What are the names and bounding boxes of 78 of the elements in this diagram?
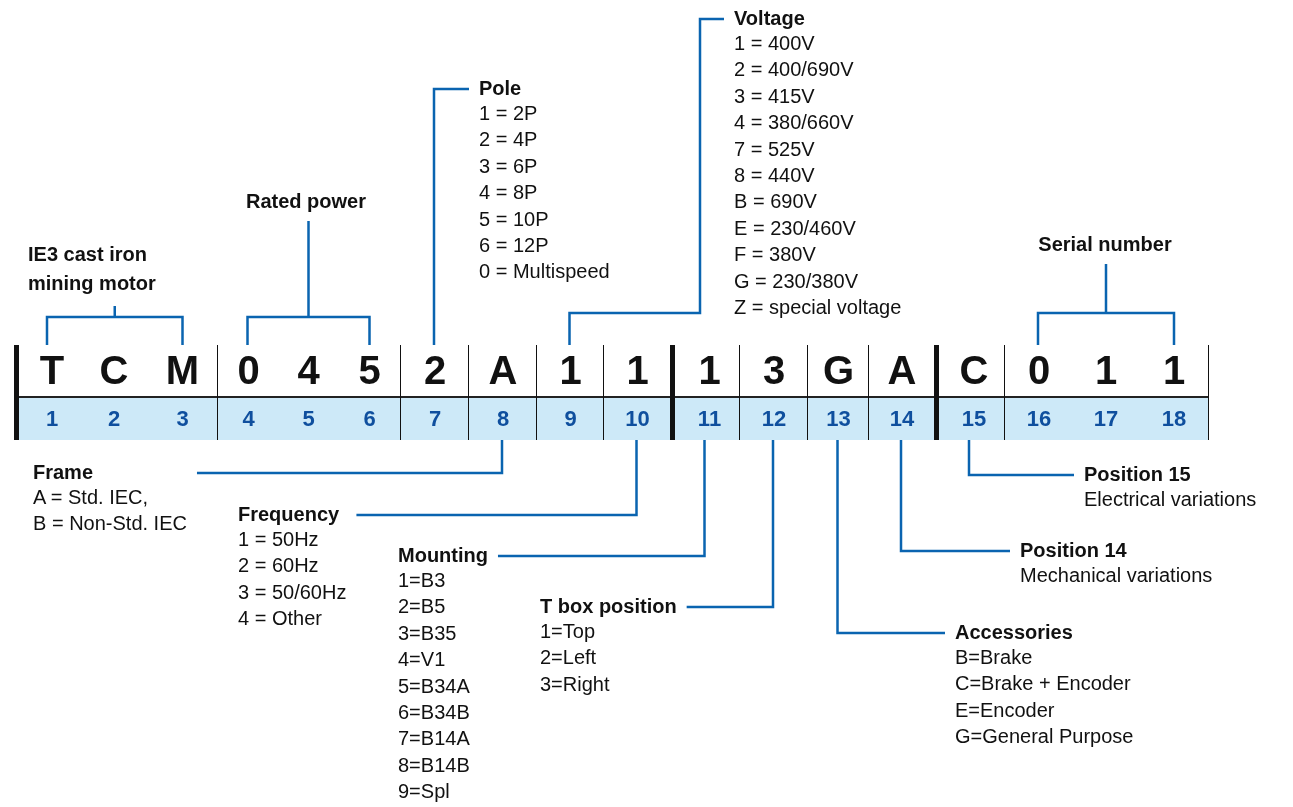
option-text: E = 230/460V — [734, 215, 857, 241]
position-number: 6 — [339, 398, 400, 440]
position-number: 10 — [604, 398, 671, 440]
leader-line — [568, 17, 724, 345]
option-text: Mechanical variations — [1020, 563, 1213, 588]
heading: Accessories — [955, 620, 1074, 644]
option-text: F = 380V — [734, 242, 817, 268]
position-number: 8 — [469, 398, 537, 440]
option-text: 4=V1 — [398, 647, 447, 673]
option-text: 3=Right — [540, 671, 611, 697]
option-text: B = Non-Std. IEC — [33, 511, 187, 537]
position-number: 17 — [1072, 398, 1140, 440]
leader-line — [432, 87, 469, 345]
option-text: B=Brake — [955, 645, 1034, 670]
heading: T box position — [540, 594, 677, 618]
option-text: Electrical variations — [1084, 487, 1257, 512]
option-text: 0 = Multispeed — [479, 259, 610, 285]
option-text: 2 = 60Hz — [238, 553, 320, 579]
option-text: A = Std. IEC, — [33, 485, 150, 510]
leader-line — [967, 440, 1074, 477]
heading: Serial number — [1037, 232, 1173, 256]
heading: Rated power — [245, 189, 367, 213]
option-text: 1=Top — [540, 619, 597, 644]
position-number: 14 — [869, 398, 935, 440]
position-number: 4 — [218, 398, 279, 440]
heading: Mounting — [398, 543, 488, 567]
leader-line — [686, 440, 775, 609]
option-text: 1 = 400V — [734, 31, 816, 56]
option-text: B = 690V — [734, 189, 818, 215]
option-text: 1=B3 — [398, 568, 447, 593]
position-number: 5 — [278, 398, 339, 440]
bracket-line — [45, 304, 184, 347]
leader-line — [836, 440, 945, 635]
option-text: 2 = 4P — [479, 127, 539, 153]
heading: IE3 cast iron mining motor — [28, 242, 157, 296]
position-number: 18 — [1140, 398, 1208, 440]
option-text: 6 = 12P — [479, 233, 550, 259]
option-text: 7 = 525V — [734, 136, 816, 162]
option-text: 4 = 8P — [479, 180, 539, 206]
option-text: 6=B34B — [398, 700, 471, 726]
position-number: 13 — [808, 398, 869, 440]
bracket-line — [246, 219, 371, 347]
option-text: 3 = 50/60Hz — [238, 579, 347, 605]
position-number: 7 — [401, 398, 469, 440]
heading: Pole — [479, 76, 523, 100]
heading: Position 14 — [1020, 538, 1128, 562]
position-number: 3 — [148, 398, 217, 440]
heading: Position 15 — [1084, 462, 1192, 486]
leader-line — [356, 440, 638, 517]
option-text: 1 = 50Hz — [238, 527, 320, 552]
option-text: 3 = 415V — [734, 83, 816, 109]
option-text: 9=Spl — [398, 779, 451, 805]
heading: Voltage — [734, 6, 806, 30]
option-text: 2=Left — [540, 645, 598, 671]
option-text: 3 = 6P — [479, 153, 539, 179]
option-text: 5=B34A — [398, 673, 471, 699]
bracket-line — [1036, 262, 1176, 347]
leader-line — [899, 440, 1010, 553]
option-text: E=Encoder — [955, 697, 1056, 723]
option-text: 5 = 10P — [479, 206, 550, 232]
option-text: 2 = 400/690V — [734, 57, 855, 83]
option-text: 7=B14A — [398, 726, 471, 752]
option-text: C=Brake + Encoder — [955, 671, 1132, 697]
leader-line — [497, 440, 706, 558]
heading: Frame — [33, 460, 95, 484]
option-text: G = 230/380V — [734, 268, 859, 294]
option-text: 8=B14B — [398, 752, 471, 778]
option-text: G=General Purpose — [955, 724, 1134, 750]
heading: Frequency — [238, 502, 341, 526]
option-text: Z = special voltage — [734, 295, 902, 321]
option-text: 8 = 440V — [734, 163, 816, 189]
option-text: 1 = 2P — [479, 101, 539, 126]
position-number: 9 — [537, 398, 604, 440]
option-text: 4 = Other — [238, 606, 323, 632]
leader-line — [196, 440, 504, 475]
option-text: 2=B5 — [398, 594, 447, 620]
option-text: 4 = 380/660V — [734, 110, 855, 136]
option-text: 3=B35 — [398, 620, 458, 646]
